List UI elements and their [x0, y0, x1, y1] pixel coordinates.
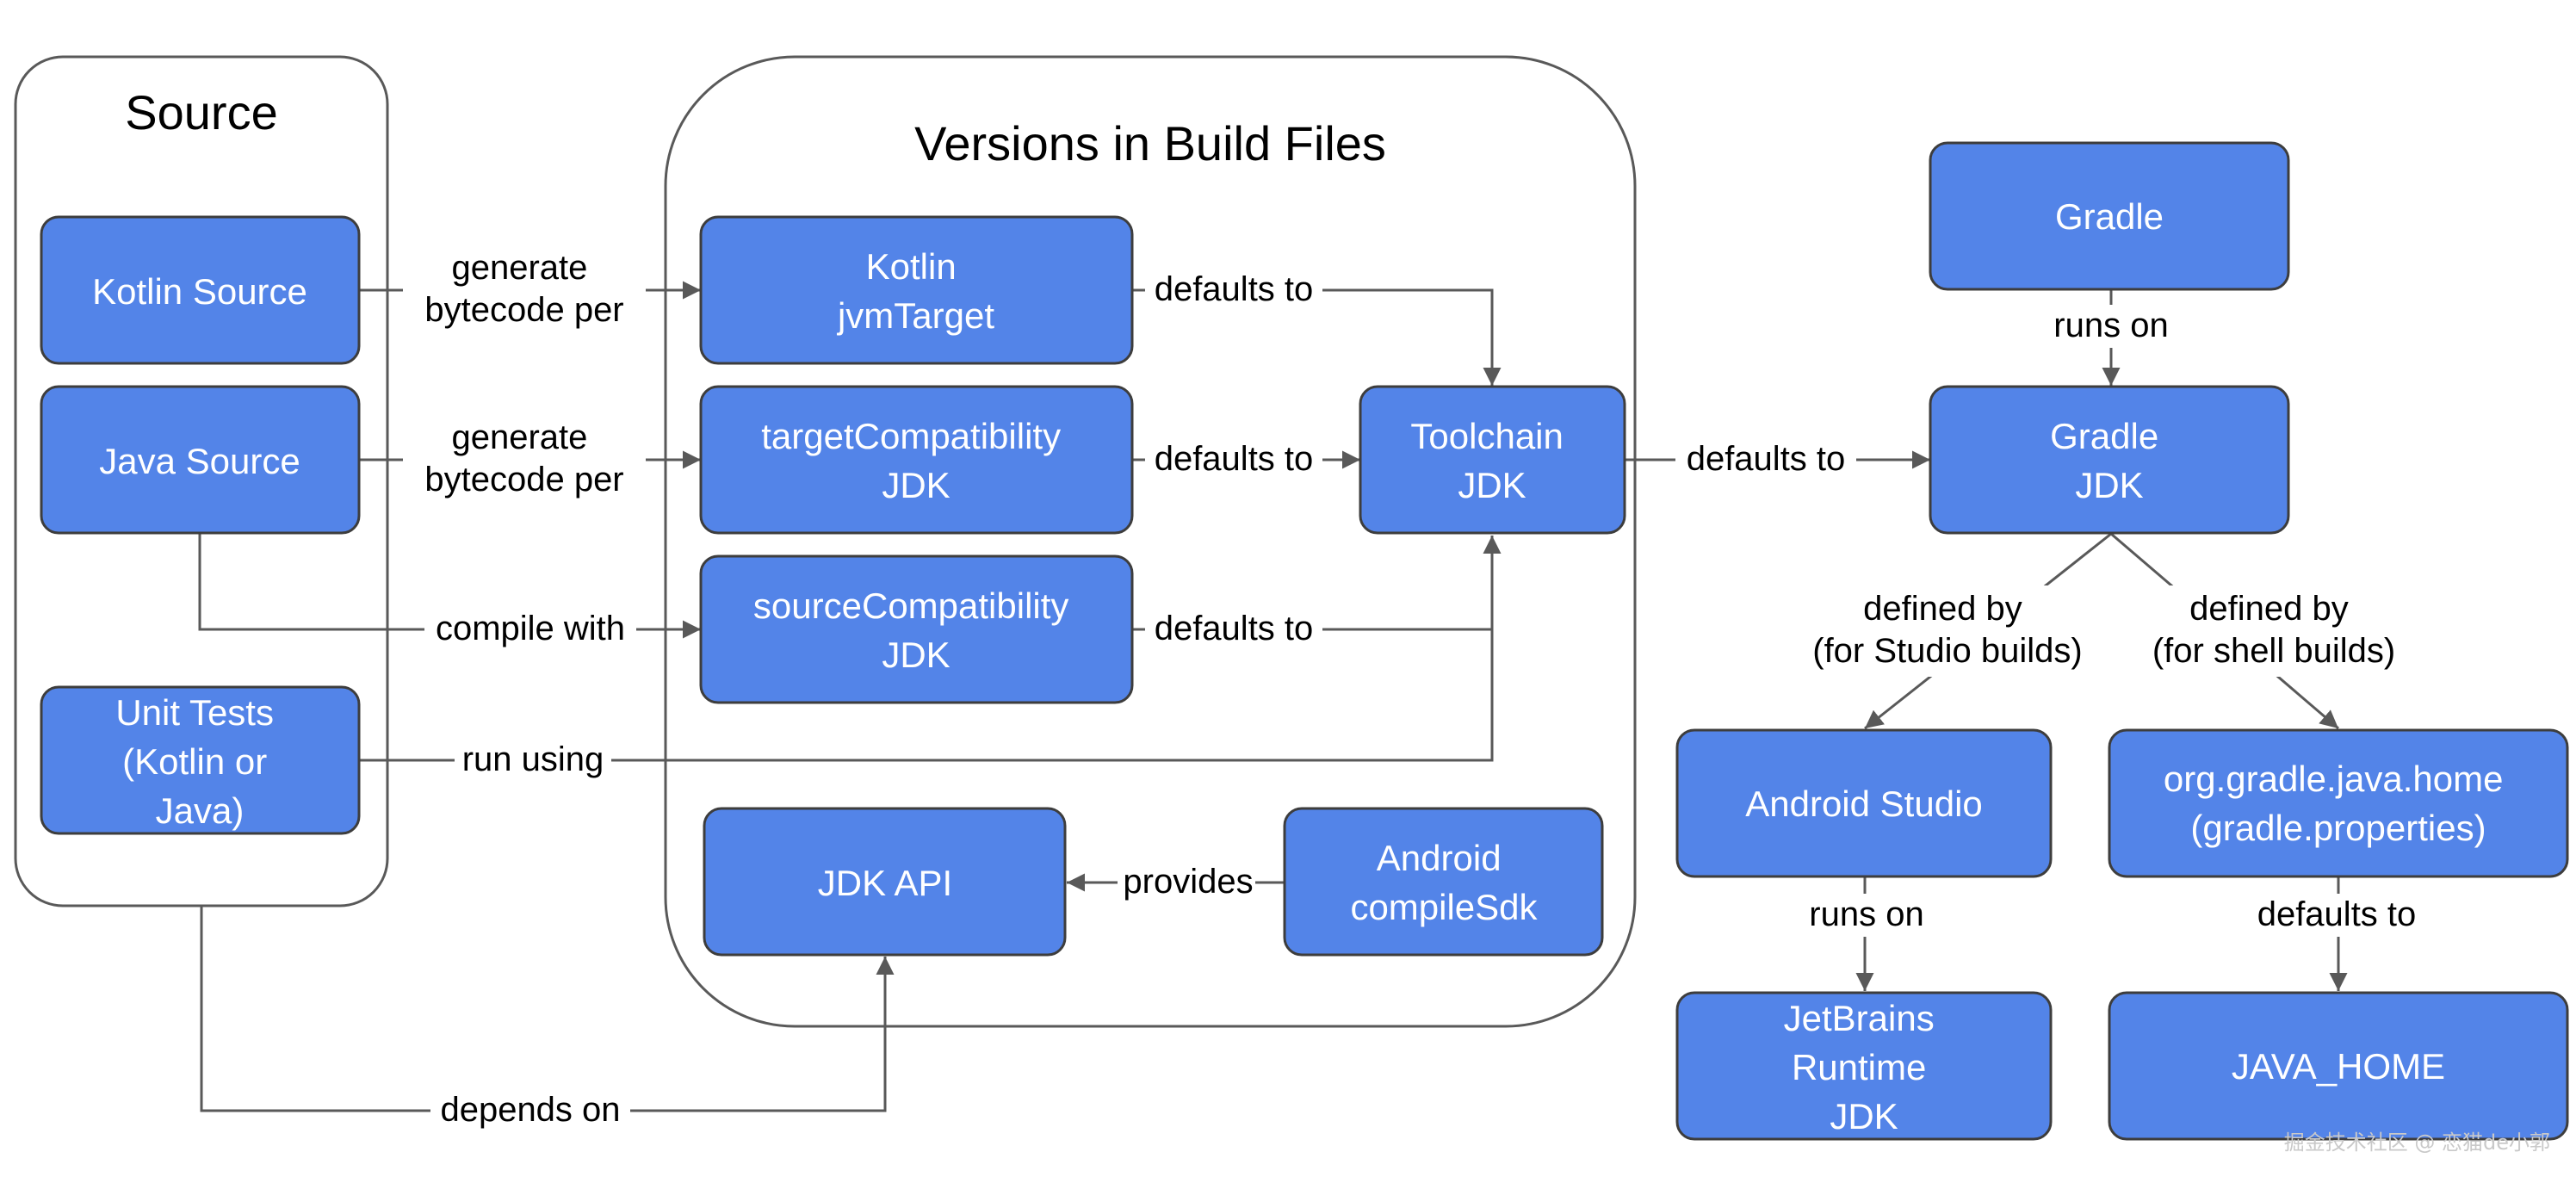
edge-label-toolchain-to-gradle-jdk: defaults to: [1675, 438, 1856, 481]
node-gradle-jdk: Gradle JDK: [1929, 385, 2290, 535]
node-gradle-jdk-label: Gradle JDK: [2050, 416, 2169, 505]
edge-label-gradle-jdk-to-android-studio: defined by (for Studio builds): [1803, 585, 2099, 677]
svg-text:depends on: depends on: [440, 1091, 620, 1129]
node-org-gradle-java-home: org.gradle.java.home (gradle.properties): [2108, 728, 2569, 878]
node-kotlin-jvmtarget: Kotlin jvmTarget: [699, 215, 1134, 365]
svg-text:defined by (for shell bu: defined by (for shell builds): [2152, 590, 2395, 670]
edge-label-java-source-to-target-compat: generate bytecode per: [403, 414, 646, 505]
svg-text:defaults to: defaults to: [2257, 895, 2417, 933]
svg-text:defaults to: defaults to: [1155, 270, 1314, 308]
svg-text:runs on: runs on: [2053, 307, 2168, 344]
node-unit-tests-label: Unit Tests (Kotlin or Java): [115, 692, 283, 831]
watermark-text: 掘金技术社区 @ 恋猫de小郭: [2284, 1130, 2550, 1155]
node-toolchain-jdk-label: Toolchain JDK: [1410, 416, 1573, 505]
node-target-compatibility: targetCompatibility JDK: [699, 385, 1134, 535]
svg-text:runs on: runs on: [1809, 895, 1923, 933]
edge-label-gradle-to-gradle-jdk: runs on: [2046, 305, 2177, 348]
svg-text:run using: run using: [462, 740, 604, 778]
edge-label-compile-sdk-to-jdk-api: provides: [1118, 861, 1255, 904]
svg-text:generate bytecode per: generate bytecode per: [424, 418, 623, 499]
node-java-home: JAVA_HOME: [2108, 991, 2569, 1141]
edge-label-kotlin-source-to-jvmtarget: generate bytecode per: [403, 245, 646, 336]
node-java-home-label: JAVA_HOME: [2232, 1046, 2445, 1087]
edge-label-java-source-to-source-compat: compile with: [424, 608, 636, 651]
node-android-studio-label: Android Studio: [1745, 784, 1983, 824]
node-android-compilesdk: Android compileSdk: [1283, 807, 1604, 957]
svg-text:defined by (for Studio b: defined by (for Studio builds): [1812, 590, 2082, 670]
node-java-source: Java Source: [40, 385, 361, 535]
edge-label-target-compat-to-toolchain: defaults to: [1145, 438, 1322, 481]
node-kotlin-source-label: Kotlin Source: [92, 271, 307, 312]
node-target-compatibility-label: targetCompatibility JDK: [761, 416, 1070, 505]
node-unit-tests: Unit Tests (Kotlin or Java): [40, 685, 361, 835]
edge-label-java-home-prop-to-java-home: defaults to: [2245, 894, 2428, 937]
svg-text:provides: provides: [1123, 863, 1253, 901]
edge-label-gradle-jdk-to-java-home-prop: defined by (for shell builds): [2140, 585, 2421, 677]
node-jetbrains-runtime-jdk: JetBrains Runtime JDK: [1675, 991, 2053, 1141]
source-group-title: Source: [125, 85, 277, 139]
svg-text:defaults to: defaults to: [1687, 440, 1846, 478]
node-kotlin-jvmtarget-label: Kotlin jvmTarget: [836, 246, 994, 336]
node-java-source-label: Java Source: [99, 441, 300, 481]
svg-text:generate bytecode per: generate bytecode per: [424, 249, 623, 329]
node-jdk-api-label: JDK API: [818, 863, 952, 903]
edge-label-unit-tests-to-toolchain: run using: [455, 739, 611, 782]
svg-text:compile with: compile with: [436, 610, 625, 647]
edge-label-source-group-to-jdk-api: depends on: [430, 1089, 630, 1132]
node-android-compilesdk-label: Android compileSdk: [1350, 838, 1538, 927]
node-kotlin-source: Kotlin Source: [40, 215, 361, 365]
node-gradle-label: Gradle: [2055, 196, 2164, 237]
build-files-group-title: Versions in Build Files: [914, 116, 1386, 170]
node-toolchain-jdk: Toolchain JDK: [1359, 385, 1626, 535]
svg-text:defaults to: defaults to: [1155, 440, 1314, 478]
node-gradle: Gradle: [1929, 141, 2290, 291]
svg-text:defaults to: defaults to: [1155, 610, 1314, 647]
edge-label-android-studio-to-jbr: runs on: [1802, 894, 1929, 937]
edge-label-jvmtarget-to-toolchain: defaults to: [1145, 269, 1322, 312]
node-jdk-api: JDK API: [703, 807, 1067, 957]
node-source-compatibility: sourceCompatibility JDK: [699, 554, 1134, 704]
node-android-studio: Android Studio: [1675, 728, 2053, 878]
node-org-gradle-java-home-label: org.gradle.java.home (gradle.properties): [2164, 759, 2513, 848]
edge-unit-tests-to-toolchain: [359, 536, 1502, 762]
node-jetbrains-runtime-jdk-label: JetBrains Runtime JDK: [1784, 998, 1945, 1137]
edge-label-source-compat-to-toolchain: defaults to: [1145, 608, 1322, 651]
node-source-compatibility-label: sourceCompatibility JDK: [753, 585, 1079, 675]
